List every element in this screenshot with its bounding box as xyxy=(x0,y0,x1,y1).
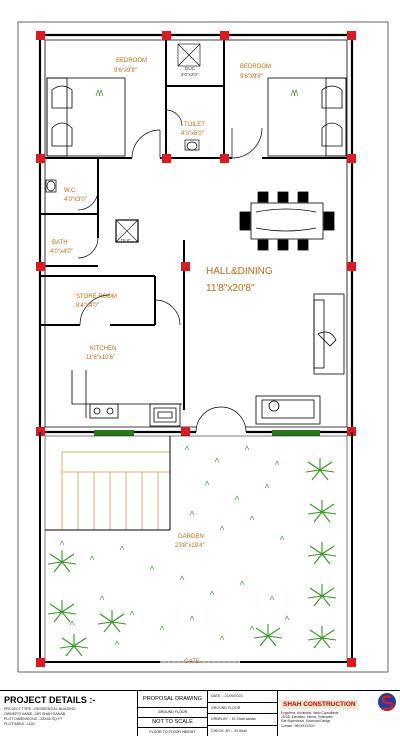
building-walls xyxy=(38,33,354,434)
scale-note: NOT TO SCALE xyxy=(138,718,207,728)
company-line-3: Site Supervision, Structural Design xyxy=(281,719,331,724)
window-sills xyxy=(94,430,320,436)
bedroom-left-name: BEDROOM xyxy=(116,58,147,64)
floor-plan-note: FLOOR TO FLOOR HEIGHT xyxy=(149,729,196,734)
bed-left xyxy=(46,77,126,157)
columns xyxy=(36,31,356,436)
gate-label: GATE xyxy=(184,659,200,665)
grass-pattern xyxy=(59,445,290,646)
bedroom-right-name: BEDROOM xyxy=(240,64,271,70)
toilet-name: TOILET xyxy=(184,122,205,128)
toilet-size: 4'0"x6'0" xyxy=(181,131,204,137)
site-boundary xyxy=(17,21,389,673)
hall-size: 11'8"x20'8" xyxy=(206,283,255,294)
duct-top-size: 4'0"x3'0" xyxy=(181,72,199,77)
kitchen-counter xyxy=(71,370,182,427)
drawn-by: DRWN.BY :- Er.Shah sahab xyxy=(208,714,277,726)
company-line-1: Engineers, Architects, Vastu Consultants xyxy=(281,711,339,715)
garden-name: GARDEN xyxy=(178,534,204,540)
drawing-date: DATE :- 21/09/2023 xyxy=(208,691,277,703)
hall-name: HALL&DINING xyxy=(206,266,273,277)
project-type: PROJECT TYPE :-RESIDENTIAL BUILDING xyxy=(4,707,76,711)
bedroom-left-size: 9'6"x9'8" xyxy=(114,68,137,74)
wc-size: 4'0"x3'0" xyxy=(64,197,87,203)
company-line-4: Contact : 98XXXXXX00 xyxy=(281,723,315,728)
sofa-side xyxy=(313,293,345,375)
garden-area xyxy=(36,432,356,667)
kitchen-size: 11'8"x10'6" xyxy=(86,355,115,361)
door-swings xyxy=(77,109,263,433)
drawing-meta: DATE :- 21/09/2023 GROUND FLOOR DRWN.BY … xyxy=(208,691,278,736)
plot-area: PLOT AREA :-1150 xyxy=(4,722,35,726)
title-block: PROJECT DETAILS :- PROJECT TYPE :-RESIDE… xyxy=(0,690,400,736)
checked-by: CHECK. BY :- Er.Shah xyxy=(211,728,248,733)
owner-name: OWNER'S NAME :-MR.SHAH SAHAB xyxy=(4,712,66,716)
company-name: SHAH CONSTRUCTION xyxy=(281,700,358,709)
bath-name: BATH xyxy=(52,240,68,246)
project-details-title: PROJECT DETAILS :- xyxy=(4,695,96,705)
company-block: SHAH CONSTRUCTION Engineers, Architects,… xyxy=(278,691,400,736)
wc-name: W.C. xyxy=(64,188,77,194)
company-line-2: 2D/3D, Elevation, Interior, Estimation xyxy=(281,715,334,720)
bed-right xyxy=(267,77,347,157)
drawing-floor: GROUND FLOOR xyxy=(208,703,277,714)
floor-plan: BEDROOM 9'6"x9'8" BEDROOM 9'6"x9'8" DUC … xyxy=(17,21,389,673)
store-size: 8'4"x4'0" xyxy=(76,303,99,309)
plot-dimensions: PLOT DIMENSIONS :-25X46 SQ FT xyxy=(4,717,63,721)
drawing-status-stack: PROPOSAL DRAWING GROUND FLOOR NOT TO SCA… xyxy=(138,691,208,736)
dining-table xyxy=(239,191,335,251)
garden-size: 23'8"x19'4" xyxy=(175,543,205,549)
bed-plants xyxy=(95,89,299,97)
bedroom-right-size: 9'6"x9'8" xyxy=(240,74,263,80)
sofa-front xyxy=(255,395,321,425)
duct-mid-name: DUC xyxy=(121,238,132,243)
shrubs xyxy=(47,458,337,657)
company-logo-icon xyxy=(378,693,396,711)
bath-size: 4'0"x4'0" xyxy=(50,249,73,255)
drawing-status: PROPOSAL DRAWING xyxy=(138,691,207,709)
kitchen-name: KITCHEN xyxy=(90,346,116,352)
duct-top-name: DUC xyxy=(185,66,196,71)
floor-name: GROUND FLOOR xyxy=(138,708,207,718)
duct-cross-symbols xyxy=(115,43,201,243)
store-name: STORE ROOM xyxy=(76,294,117,300)
sanitary-fixtures xyxy=(45,139,200,193)
project-details: PROJECT DETAILS :- PROJECT TYPE :-RESIDE… xyxy=(0,691,138,736)
